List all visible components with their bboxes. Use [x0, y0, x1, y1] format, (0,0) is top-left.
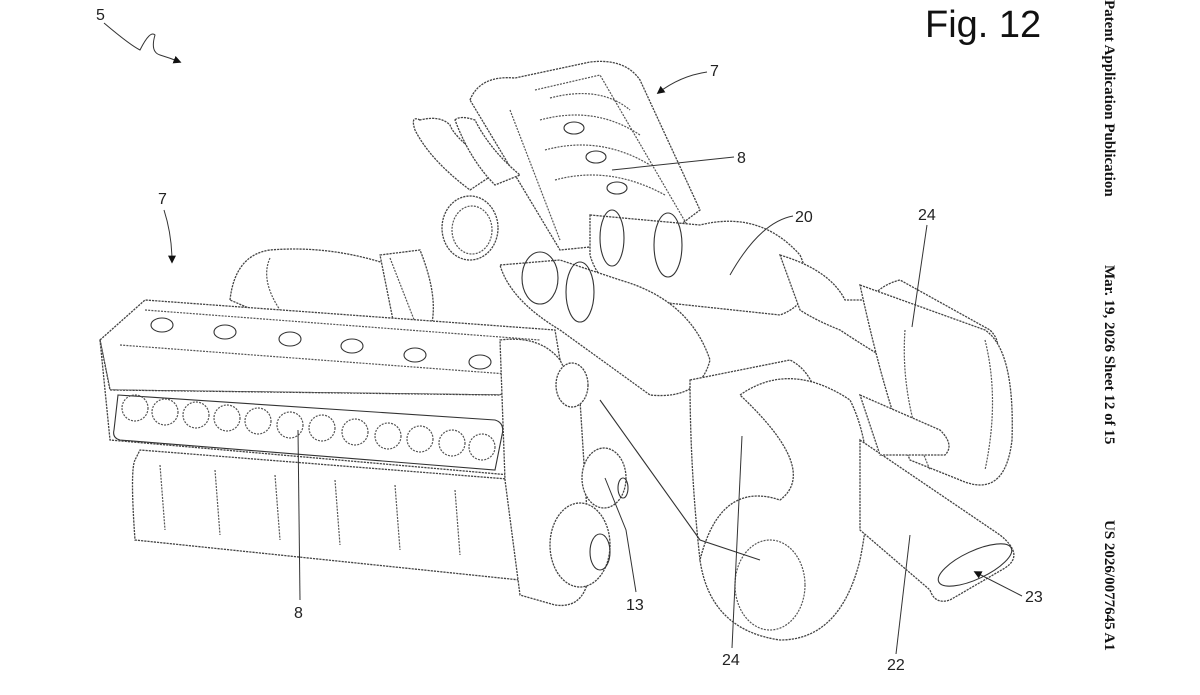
header-publication-number: US 2026/0077645 A1: [1101, 520, 1117, 651]
ref-numeral-23: 23: [1025, 589, 1043, 606]
callout-5: 5: [96, 7, 182, 64]
ref-numeral-22: 22: [887, 657, 905, 674]
header-date-sheet: Mar. 19, 2026 Sheet 12 of 15: [1101, 265, 1117, 445]
callout-20: 20: [729, 209, 813, 276]
ref-numeral-7-upper: 7: [710, 63, 719, 80]
callout-24-upper: 24: [911, 207, 936, 328]
exhaust-system: [499, 209, 1015, 641]
ref-numeral-20: 20: [795, 209, 813, 226]
callout-8-lower: 8: [294, 429, 303, 622]
ref-numeral-24-upper: 24: [918, 207, 936, 224]
callout-22: 22: [887, 534, 911, 674]
ref-numeral-8-lower: 8: [294, 605, 303, 622]
valve-cover-plugs: [150, 317, 492, 370]
ref-numeral-8-upper: 8: [737, 150, 746, 167]
cylinder-port-row: [121, 394, 496, 461]
callout-8-upper: 8: [611, 150, 746, 171]
callout-13: 13: [604, 477, 644, 614]
engine-bank-left: [99, 248, 761, 607]
ref-numeral-13: 13: [626, 597, 644, 614]
callout-24-lower: 24: [722, 435, 743, 669]
ref-numeral-24-lower: 24: [722, 652, 740, 669]
engine-bank-upper: [412, 60, 701, 261]
callout-23: 23: [973, 571, 1043, 606]
header-publication-type: Patent Application Publication: [1101, 0, 1117, 197]
callout-7-left: 7: [158, 191, 176, 264]
ref-numeral-7-left: 7: [158, 191, 167, 208]
callout-7-upper: 7: [656, 63, 719, 94]
ref-numeral-5: 5: [96, 7, 105, 24]
figure-label: Fig. 12: [925, 4, 1041, 46]
